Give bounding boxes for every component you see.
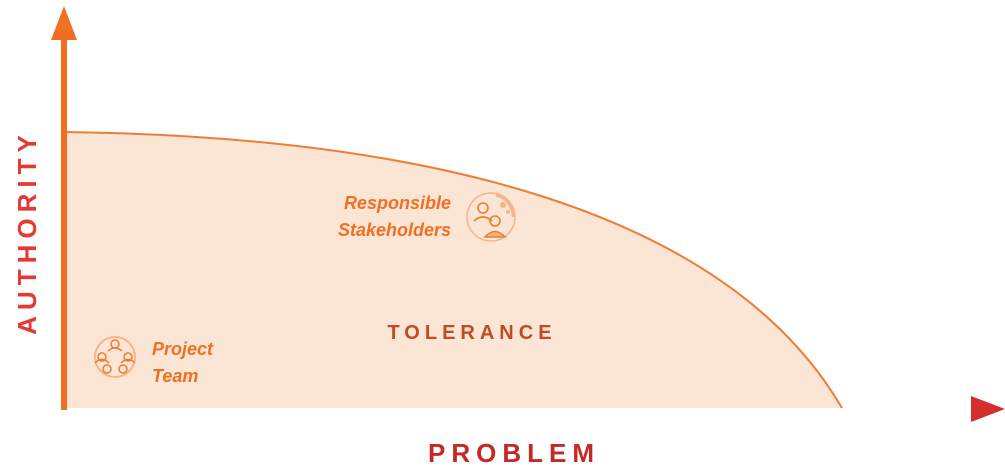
stakeholders-label-line2: Stakeholders xyxy=(338,220,451,240)
x-axis-title: PROBLEM xyxy=(428,438,600,468)
project-team-label-line2: Team xyxy=(152,366,198,386)
team-circle-icon xyxy=(94,336,136,378)
team-people-icon xyxy=(466,192,516,242)
stakeholders-label-line1: Responsible xyxy=(344,193,451,213)
x-axis-arrowhead xyxy=(971,396,1005,422)
y-axis-arrowhead xyxy=(51,6,77,40)
tolerance-curve xyxy=(62,131,843,409)
project-team-label-line1: Project xyxy=(152,339,214,359)
tolerance-label: TOLERANCE xyxy=(387,322,556,344)
y-axis-title: AUTHORITY xyxy=(12,129,42,335)
tolerance-region xyxy=(63,132,842,408)
